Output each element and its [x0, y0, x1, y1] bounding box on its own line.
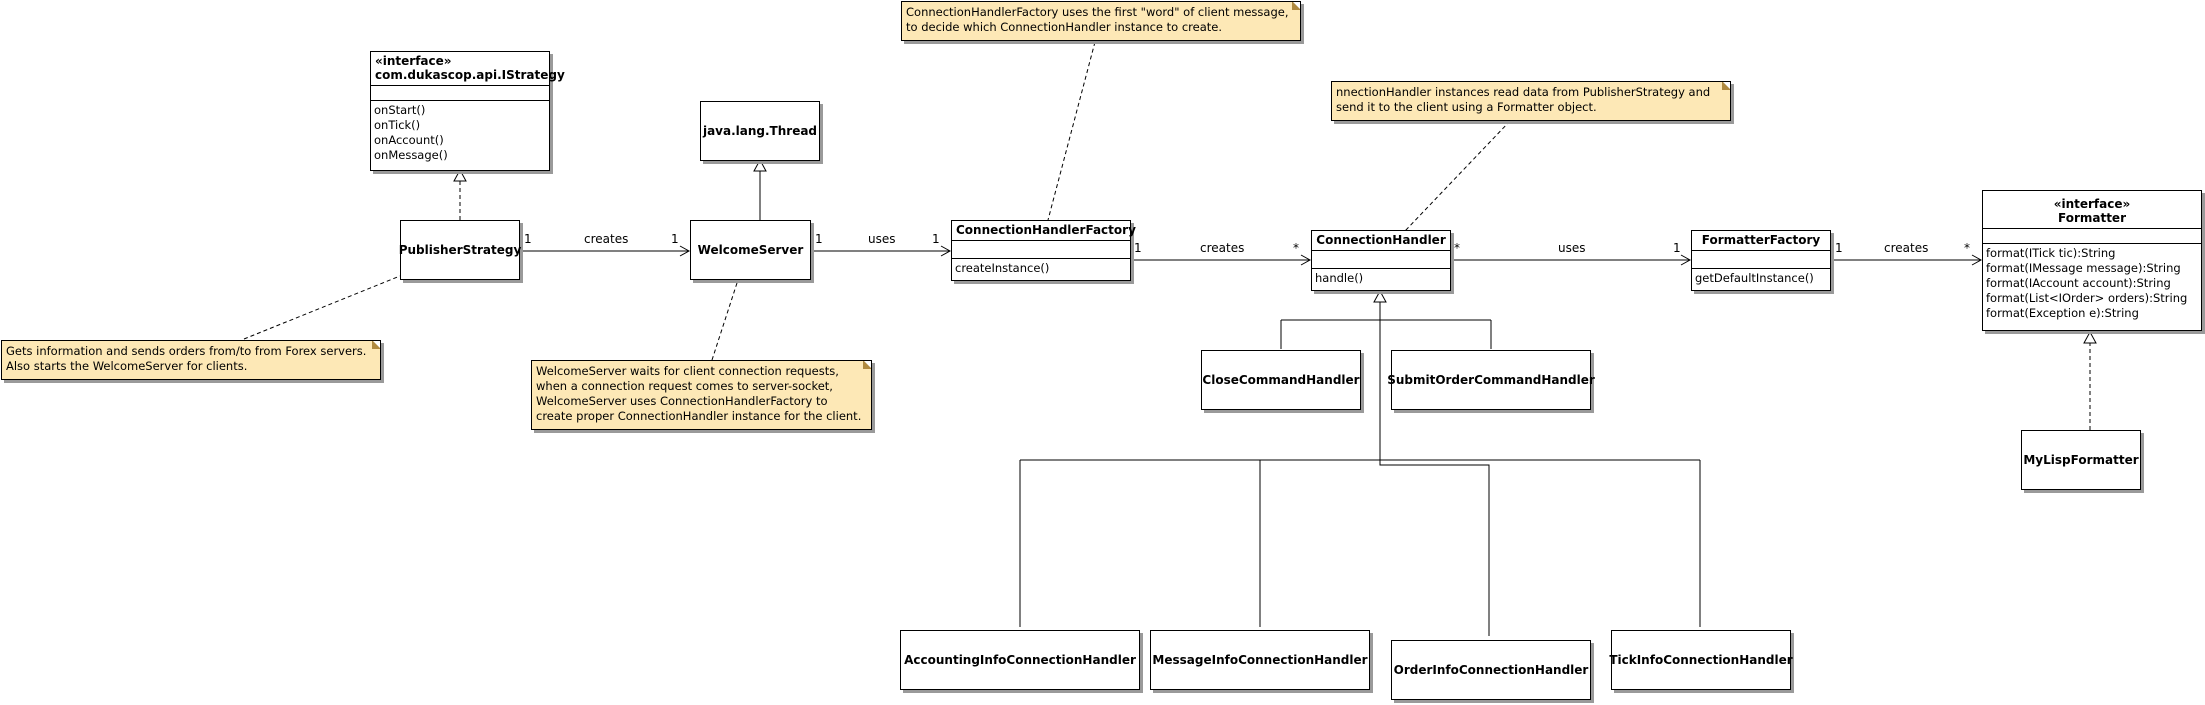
class-welcome-server[interactable]: WelcomeServer: [690, 220, 811, 280]
inheritance-tree: [1019, 295, 1701, 636]
note-text: WelcomeServer waits for client connectio…: [536, 364, 839, 378]
operation: onMessage(): [374, 148, 448, 162]
operation-compartment: handle(): [1312, 269, 1450, 288]
class-connection-handler-factory[interactable]: ConnectionHandlerFactory createInstance(…: [951, 220, 1136, 281]
operation: format(IMessage message):String: [1986, 261, 2181, 275]
assoc-label: creates: [1200, 241, 1245, 255]
stereotype-label: «interface»: [375, 54, 452, 68]
operation: format(IAccount account):String: [1986, 276, 2171, 290]
class-name: Formatter: [2057, 211, 2126, 225]
class-name: TickInfoConnectionHandler: [1609, 653, 1793, 667]
class-name: AccountingInfoConnectionHandler: [904, 653, 1136, 667]
operation: getDefaultInstance(): [1695, 271, 1814, 285]
note-text: ConnectionHandlerFactory uses the first …: [906, 5, 1289, 19]
class-name: SubmitOrderCommandHandler: [1387, 373, 1595, 387]
multiplicity-label: 1: [1673, 241, 1681, 255]
note-anchor-welcome: [711, 282, 738, 361]
attribute-compartment: [1312, 251, 1450, 269]
stereotype-label: «interface»: [2053, 197, 2131, 211]
class-name: ConnectionHandlerFactory: [952, 221, 1136, 241]
note-text: Also starts the WelcomeServer for client…: [6, 359, 248, 373]
multiplicity-label: *: [1293, 241, 1299, 255]
operation-compartment: format(ITick tic):String format(IMessage…: [1983, 244, 2201, 323]
assoc-label: creates: [1884, 241, 1929, 255]
class-name: MyLispFormatter: [2023, 453, 2139, 467]
class-close-command-handler[interactable]: CloseCommandHandler: [1201, 350, 1361, 410]
class-istrategy[interactable]: «interface» com.dukascop.api.IStrategy o…: [370, 51, 565, 171]
class-tick-info-connection-handler[interactable]: TickInfoConnectionHandler: [1609, 630, 1793, 690]
assoc-label: uses: [1558, 241, 1586, 255]
attribute-compartment: [1692, 251, 1830, 269]
operation: handle(): [1315, 271, 1364, 285]
class-formatter-factory[interactable]: FormatterFactory getDefaultInstance(): [1691, 230, 1831, 291]
note-text: send it to the client using a Formatter …: [1336, 100, 1597, 114]
class-name: java.lang.Thread: [702, 124, 818, 138]
operation: format(List<IOrder> orders):String: [1986, 291, 2188, 305]
class-name: ConnectionHandler: [1312, 231, 1450, 251]
note-text: to decide which ConnectionHandler instan…: [906, 20, 1223, 34]
attribute-compartment: [1983, 229, 2201, 244]
note-publisher[interactable]: Gets information and sends orders from/t…: [1, 340, 381, 380]
class-name: FormatterFactory: [1692, 231, 1830, 251]
class-submit-order-command-handler[interactable]: SubmitOrderCommandHandler: [1387, 350, 1595, 410]
note-factory[interactable]: ConnectionHandlerFactory uses the first …: [901, 1, 1301, 41]
operation: format(Exception e):String: [1986, 306, 2139, 320]
class-name: CloseCommandHandler: [1202, 373, 1360, 387]
operation: format(ITick tic):String: [1986, 246, 2116, 260]
class-order-info-connection-handler[interactable]: OrderInfoConnectionHandler: [1391, 640, 1591, 700]
operation-compartment: onStart() onTick() onAccount() onMessage…: [371, 101, 549, 165]
class-formatter[interactable]: «interface» Formatter format(ITick tic):…: [1982, 190, 2202, 331]
class-name: com.dukascop.api.IStrategy: [375, 68, 565, 82]
note-anchor-factory: [1047, 41, 1096, 221]
class-publisher-strategy[interactable]: PublisherStrategy: [398, 220, 522, 280]
operation: onAccount(): [374, 133, 444, 147]
note-text: nnectionHandler instances read data from…: [1336, 85, 1711, 99]
note-handler[interactable]: nnectionHandler instances read data from…: [1331, 81, 1731, 121]
multiplicity-label: *: [1454, 241, 1460, 255]
class-name: OrderInfoConnectionHandler: [1393, 663, 1589, 677]
operation-compartment: createInstance(): [952, 259, 1130, 278]
multiplicity-label: 1: [671, 232, 679, 246]
assoc-label: creates: [584, 232, 629, 246]
class-accounting-info-connection-handler[interactable]: AccountingInfoConnectionHandler: [900, 630, 1140, 690]
multiplicity-label: *: [1964, 241, 1970, 255]
operation-compartment: getDefaultInstance(): [1692, 269, 1830, 288]
attribute-compartment: [952, 241, 1130, 259]
note-text: when a connection request comes to serve…: [536, 379, 833, 393]
operation: onStart(): [374, 103, 426, 117]
multiplicity-label: 1: [524, 232, 532, 246]
multiplicity-label: 1: [1134, 241, 1142, 255]
note-anchor-handler: [1404, 120, 1511, 232]
note-text: Gets information and sends orders from/t…: [6, 344, 367, 358]
class-mylisp-formatter[interactable]: MyLispFormatter: [2021, 430, 2141, 490]
class-thread[interactable]: java.lang.Thread: [700, 101, 820, 161]
note-welcome[interactable]: WelcomeServer waits for client connectio…: [531, 360, 872, 430]
class-name: PublisherStrategy: [398, 243, 522, 257]
class-istrategy-header: «interface» com.dukascop.api.IStrategy: [371, 52, 565, 86]
operation: onTick(): [374, 118, 421, 132]
note-anchor-publisher: [243, 275, 401, 340]
multiplicity-label: 1: [815, 232, 823, 246]
operation: createInstance(): [955, 261, 1050, 275]
class-formatter-header: «interface» Formatter: [1983, 191, 2201, 229]
multiplicity-label: 1: [932, 232, 940, 246]
class-connection-handler[interactable]: ConnectionHandler handle(): [1311, 230, 1451, 291]
multiplicity-label: 1: [1835, 241, 1843, 255]
assoc-label: uses: [868, 232, 896, 246]
note-text: WelcomeServer uses ConnectionHandlerFact…: [536, 394, 828, 408]
note-text: create proper ConnectionHandler instance…: [536, 409, 862, 423]
class-message-info-connection-handler[interactable]: MessageInfoConnectionHandler: [1150, 630, 1370, 690]
class-name: MessageInfoConnectionHandler: [1152, 653, 1368, 667]
class-name: WelcomeServer: [697, 243, 804, 257]
attribute-compartment: [371, 86, 549, 101]
